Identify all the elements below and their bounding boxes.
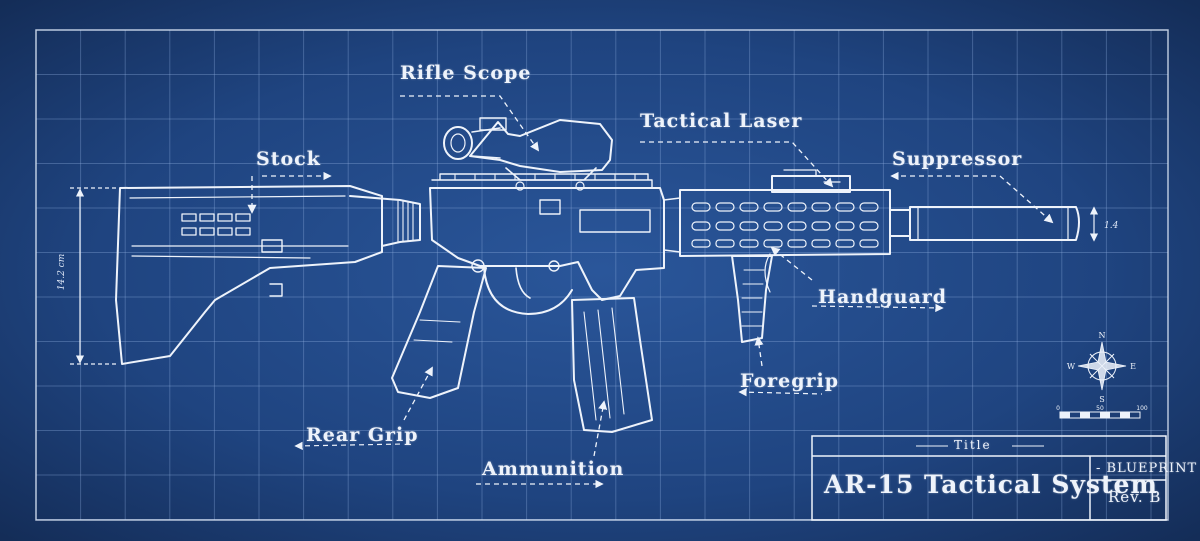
leader-suppressor [999,175,1054,224]
stock-detail [129,195,349,259]
receiver-outline [429,187,665,301]
label-suppressor: Suppressor [892,148,1023,170]
leader-lines [247,95,1054,457]
handguard-outline [679,189,891,257]
leader-foregrip [754,336,764,367]
suppressor-note: 1.4 [1104,221,1119,231]
takedown-pin [471,259,485,273]
title-revision: Rev. B [1108,488,1162,506]
label-stock: Stock [256,148,321,170]
pistol-grip [391,265,487,399]
label-rear-grip: Rear Grip [306,424,419,446]
buffer-tube [349,195,421,247]
scale-tick-0: 0 [1056,405,1060,412]
scope-mount [505,167,597,181]
label-foregrip: Foregrip [740,370,840,392]
compass-s: S [1099,395,1104,404]
compass-e: E [1130,362,1136,371]
selector-pin [548,260,560,272]
label-underlines [262,171,1000,489]
foregrip-ribs [741,269,765,327]
trigger [515,267,531,299]
trigger-guard [483,267,573,315]
dimension-lines [70,187,1099,365]
scope-lens [450,133,466,153]
leader-rear-grip [403,366,433,421]
label-rifle-scope: Rifle Scope [400,62,532,84]
ejection-port [579,209,651,233]
sheet-border [35,29,1169,521]
scope-ocular [443,126,473,160]
suppressor-bands [917,206,1069,241]
compass-rose: N S E W [1067,331,1136,404]
stock-latch [261,239,283,297]
buffer-rings [397,200,414,243]
title-type: - BLUEPRINT [1096,461,1198,476]
barrel-nut [663,197,681,253]
forward-assist [539,199,561,215]
handguard-vents [691,202,879,248]
mount-screw-left [515,181,525,191]
mount-screw-right [575,181,585,191]
label-ammunition: Ammunition [482,458,625,480]
title-caption: Title [954,438,992,452]
title-block [811,435,1167,521]
label-tactical-laser: Tactical Laser [640,110,803,132]
compass-n: N [1099,331,1106,340]
stock-slots [181,213,251,236]
laser-body [771,175,851,193]
label-handguard: Handguard [818,286,948,308]
height-note: 14.2 cm [57,254,67,290]
suppressor-body [909,206,1080,241]
page-title: AR-15 Tactical System [824,470,1158,499]
compass-w: W [1067,362,1076,371]
scope-body [469,119,613,173]
leader-rifle-scope [400,95,540,152]
scale-tick-2: 100 [1136,405,1148,412]
magazine-ribs [583,307,625,421]
scope-turret [479,117,507,131]
rifle-drawing [115,117,1080,433]
scale-bar: 0 50 100 [1056,405,1148,419]
stock-outline [115,185,383,365]
picatinny-rail [431,173,653,189]
leader-ammunition [593,400,608,457]
grip-texture [413,319,461,343]
scale-tick-1: 50 [1096,405,1104,412]
leader-tactical-laser [640,141,834,188]
magazine [571,297,653,433]
